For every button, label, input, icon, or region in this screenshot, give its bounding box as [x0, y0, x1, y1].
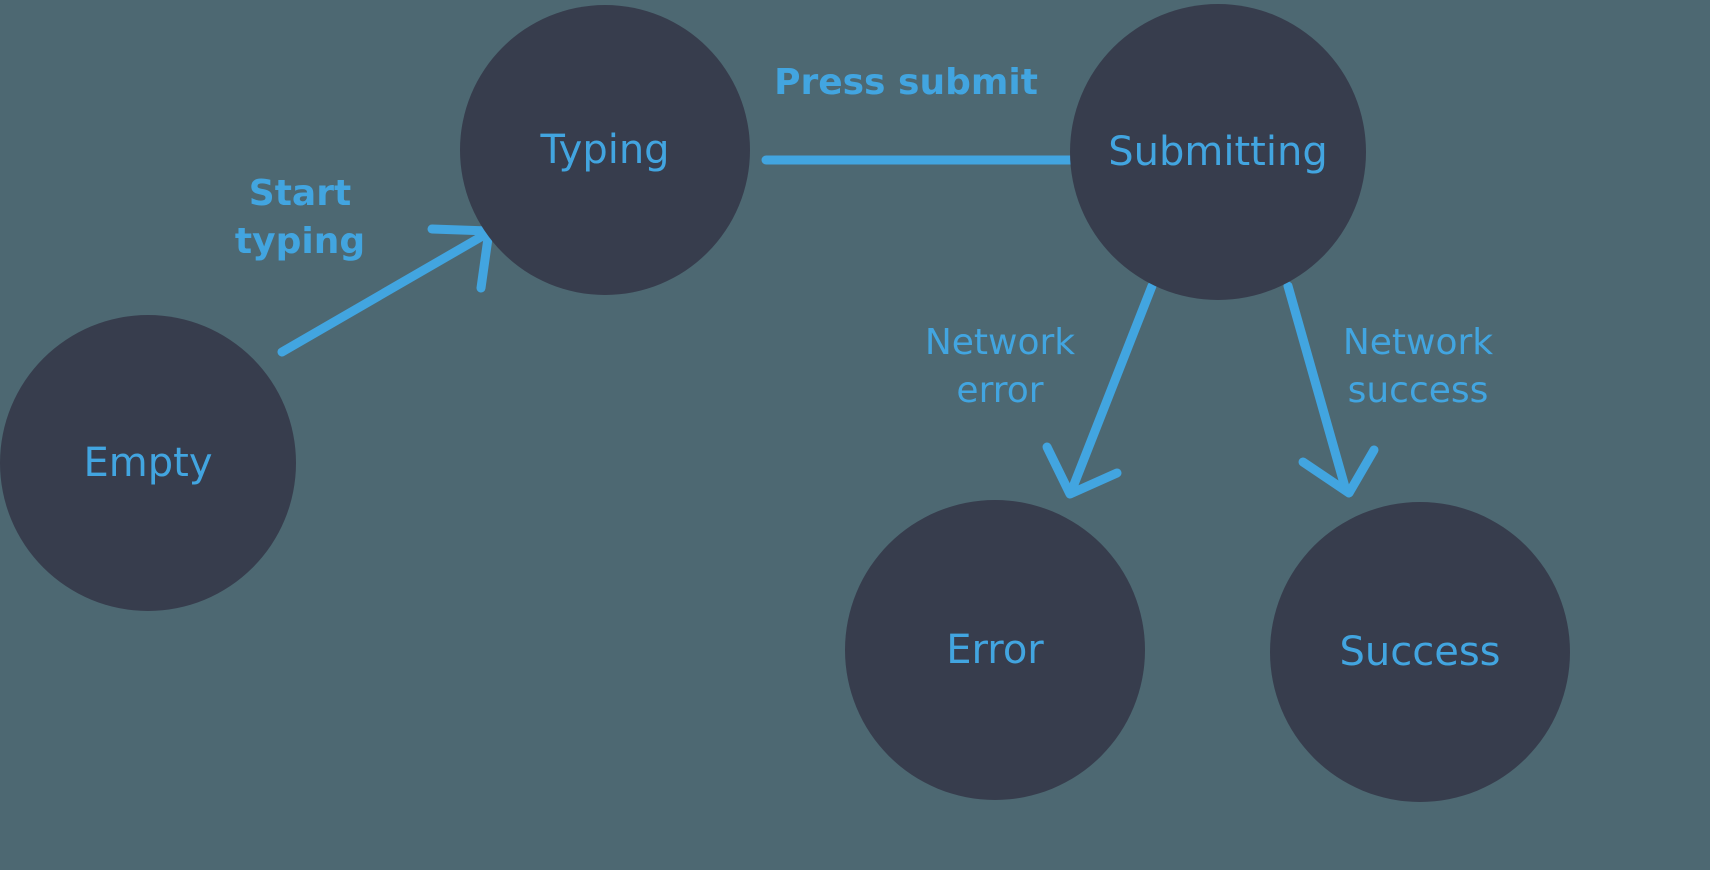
state-circle-error [845, 500, 1145, 800]
state-circle-empty [0, 315, 296, 611]
state-label-success: Success [1339, 629, 1500, 675]
transition-label-line: Press submit [774, 62, 1038, 103]
transition-label-line: Start [249, 173, 351, 214]
state-label-empty: Empty [84, 440, 213, 486]
transition-label-line: Network [925, 322, 1075, 363]
transition-label-submitting-to-success: Network success [1343, 322, 1493, 411]
transition-label-line: typing [235, 221, 365, 262]
state-node-success[interactable]: Success [1270, 502, 1570, 802]
state-circle-submitting [1070, 4, 1366, 300]
transition-line-submitting-to-success [1283, 281, 1350, 492]
arrowhead-icon-submitting-to-error [1042, 442, 1122, 499]
state-node-typing[interactable]: Typing [460, 5, 750, 295]
transition-label-line: error [956, 370, 1043, 411]
state-circle-success [1270, 502, 1570, 802]
state-circle-typing [460, 5, 750, 295]
state-node-empty[interactable]: Empty [0, 315, 296, 611]
state-label-submitting: Submitting [1108, 129, 1327, 175]
transition-submitting-to-error[interactable] [1042, 281, 1157, 499]
transition-label-line: Network [1343, 322, 1493, 363]
state-node-submitting[interactable]: Submitting [1070, 4, 1366, 300]
state-label-error: Error [946, 627, 1044, 673]
transition-line-empty-to-typing [277, 229, 491, 357]
transition-submitting-to-success[interactable] [1283, 281, 1379, 498]
arrowhead-icon-submitting-to-success [1298, 445, 1379, 498]
transition-label-submitting-to-error: Network error [925, 322, 1075, 411]
transition-line-submitting-to-error [1068, 281, 1157, 492]
transition-label-empty-to-typing: Start typing [235, 173, 365, 262]
state-node-error[interactable]: Error [845, 500, 1145, 800]
state-label-typing: Typing [539, 127, 669, 173]
transition-label-line: success [1348, 370, 1489, 411]
transition-label-typing-to-submitting: Press submit [774, 62, 1038, 103]
